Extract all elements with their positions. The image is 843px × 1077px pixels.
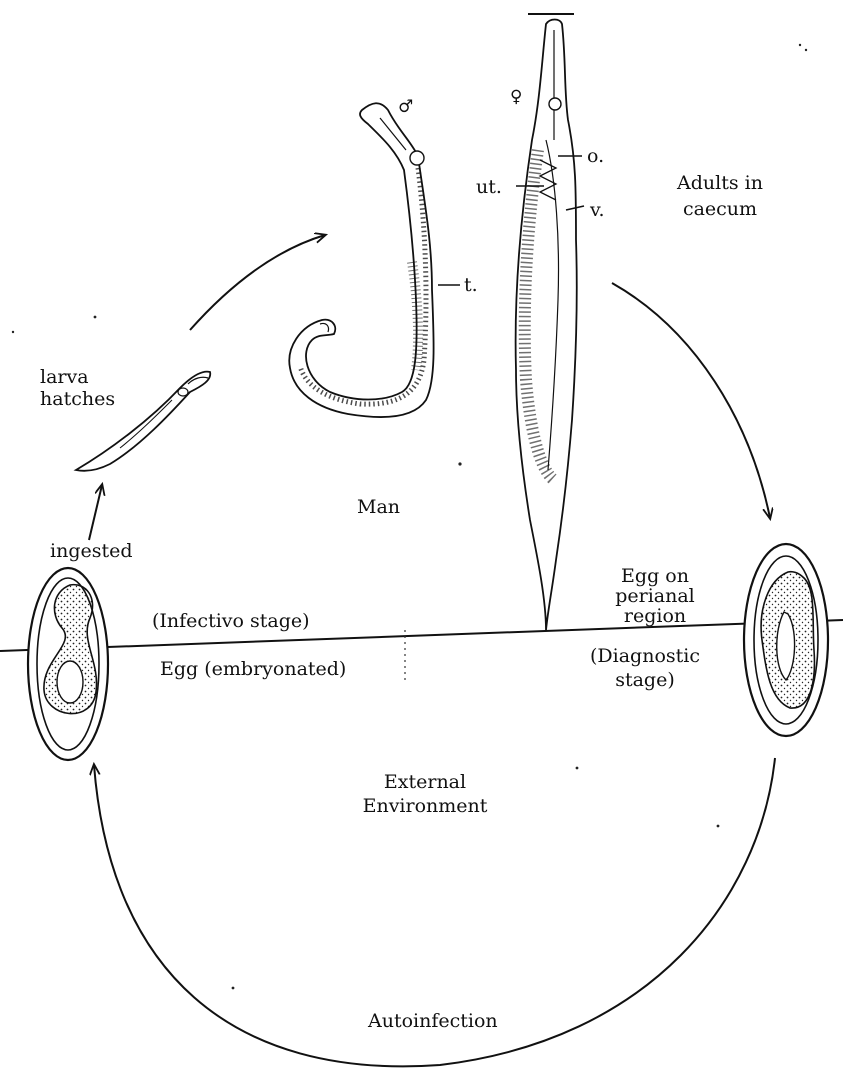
maturation-arrow	[190, 235, 325, 330]
external-environment-label: External Environment	[340, 770, 510, 818]
infective-stage-label: (Infectivo stage)	[152, 610, 310, 632]
ovary-label: o.	[587, 145, 604, 167]
egg-embryonated-label: Egg (embryonated)	[160, 658, 346, 680]
ingested-arrow	[89, 485, 102, 540]
testis-label: t.	[464, 274, 478, 296]
ingested-label: ingested	[50, 540, 133, 562]
perianal-egg-icon	[744, 544, 828, 736]
diagnostic-stage-label: (Diagnostic stage)	[580, 644, 710, 692]
larva-hatches-label: larva hatches	[40, 366, 140, 410]
adults-in-caecum-label: Adults in caecum	[665, 170, 775, 222]
egg-on-perianal-label: Egg on perianal region	[600, 566, 710, 626]
vulva-label: v.	[590, 199, 605, 221]
female-symbol-label: ♀	[510, 86, 522, 108]
uterus-label: ut.	[476, 176, 502, 198]
male-symbol-label: ♂	[398, 96, 413, 118]
autoinfection-label: Autoinfection	[368, 1010, 498, 1032]
environment-divider-line	[0, 620, 843, 651]
egg-laying-arrow	[612, 283, 770, 518]
female-worm-icon	[516, 20, 577, 631]
embryonated-egg-icon	[28, 568, 108, 760]
male-worm-icon	[289, 103, 433, 417]
host-man-label: Man	[357, 496, 400, 518]
